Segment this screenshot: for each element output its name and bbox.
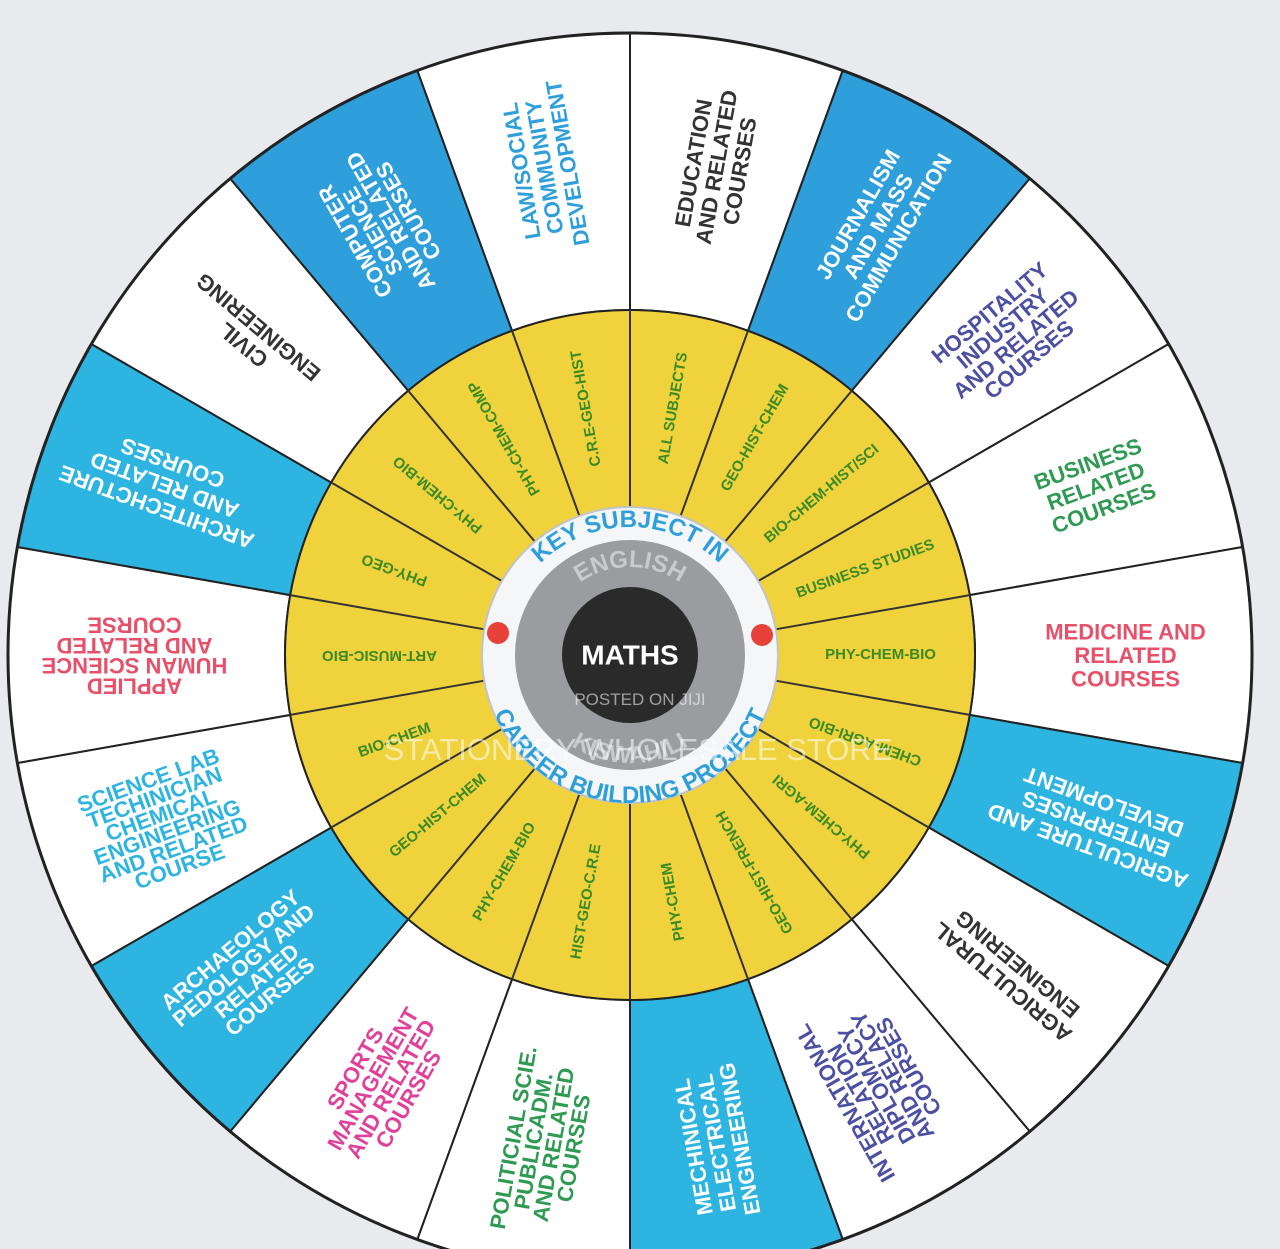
inner-divider — [290, 679, 485, 716]
watermark-small: POSTED ON JIJI — [574, 690, 705, 709]
core-ring: KEY SUBJECT IN CAREER BUILDING PROJECT E… — [481, 506, 779, 809]
inner-divider — [290, 594, 485, 631]
inner-divider — [679, 330, 749, 517]
inner-segment-label: PHY-CHEM-BIO — [825, 646, 936, 663]
watermark-large: STATIONERY WHOLESALE STORE — [384, 732, 893, 767]
right-dot — [751, 624, 773, 646]
inner-divider — [679, 793, 749, 980]
inner-divider — [330, 728, 503, 829]
outer-label-line: RELATED — [1074, 643, 1176, 668]
inner-divider — [511, 793, 581, 980]
outer-label-line: COURSES — [1071, 667, 1180, 692]
inner-divider — [407, 767, 536, 920]
inner-divider — [330, 481, 503, 582]
center-label: MATHS — [581, 639, 678, 670]
outer-segment-label: MECHINICALELECTRICALENGINEERING — [668, 1061, 766, 1225]
inner-divider — [511, 330, 581, 517]
left-dot — [487, 622, 509, 644]
inner-divider — [407, 390, 536, 543]
outer-label-line: AND RELATED — [56, 633, 212, 658]
inner-divider — [724, 390, 853, 543]
outer-label-line: MEDICINE AND — [1045, 620, 1206, 645]
inner-divider — [757, 481, 930, 582]
inner-divider — [724, 767, 853, 920]
outer-label-line: HUMAN SCIENCE — [42, 653, 228, 678]
inner-divider — [757, 728, 930, 829]
outer-label-line: APPLIED — [87, 674, 182, 699]
inner-divider — [775, 594, 970, 631]
inner-segment-label: ART-MUSIC-BIO — [322, 647, 437, 664]
outer-label-line: COURSE — [87, 612, 181, 637]
outer-segment-label: APPLIEDHUMAN SCIENCEAND RELATEDCOURSE — [42, 612, 228, 698]
inner-divider — [775, 679, 970, 716]
center-circle — [562, 587, 698, 723]
outer-border — [6, 31, 1254, 1249]
